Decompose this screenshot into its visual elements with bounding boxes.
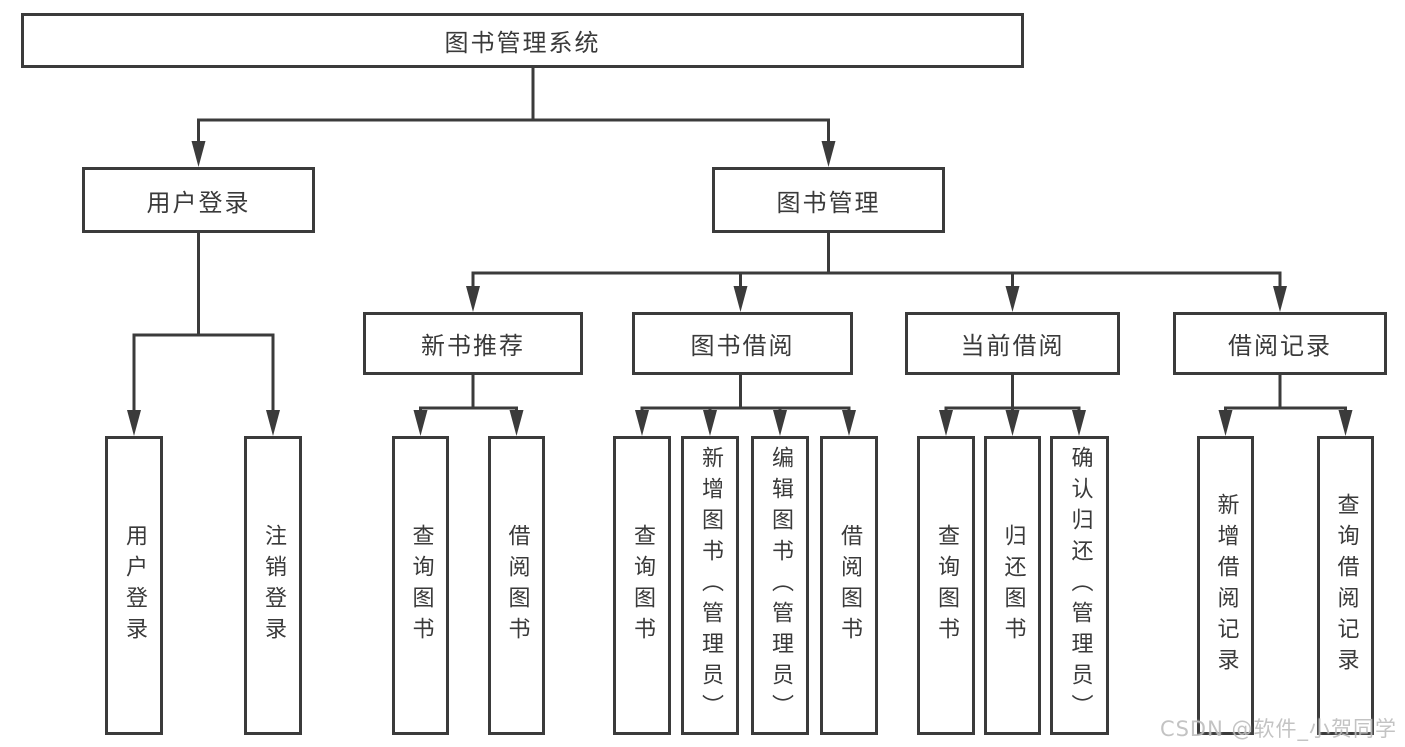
leaf-borrow-books-recommend: 借阅图书: [488, 436, 545, 735]
leaf-query-books-borrow: 查询图书: [613, 436, 671, 735]
leaf-query-borrow-record: 查询借阅记录: [1317, 436, 1374, 735]
leaf-query-books-recommend: 查询图书: [392, 436, 449, 735]
leaf-user-login: 用户登录: [105, 436, 163, 735]
leaf-add-borrow-record: 新增借阅记录: [1197, 436, 1254, 735]
node-current-borrow: 当前借阅: [905, 312, 1120, 375]
leaf-add-books-admin: 新增图书（管理员）: [681, 436, 739, 735]
leaf-logout: 注销登录: [244, 436, 302, 735]
leaf-query-books-current: 查询图书: [917, 436, 975, 735]
node-user-login: 用户登录: [82, 167, 315, 233]
leaf-borrow-books: 借阅图书: [820, 436, 878, 735]
node-new-book-recommend: 新书推荐: [363, 312, 583, 375]
node-book-management: 图书管理: [712, 167, 945, 233]
csdn-watermark: CSDN @软件_小贺同学: [1159, 717, 1397, 741]
node-borrow-records: 借阅记录: [1173, 312, 1387, 375]
node-book-borrow: 图书借阅: [632, 312, 853, 375]
arrowheads: [127, 141, 1353, 436]
node-library-management-system: 图书管理系统: [21, 13, 1024, 68]
leaf-return-books: 归还图书: [984, 436, 1041, 735]
leaf-edit-books-admin: 编辑图书（管理员）: [751, 436, 809, 735]
leaf-confirm-return-admin: 确认归还（管理员）: [1050, 436, 1109, 735]
